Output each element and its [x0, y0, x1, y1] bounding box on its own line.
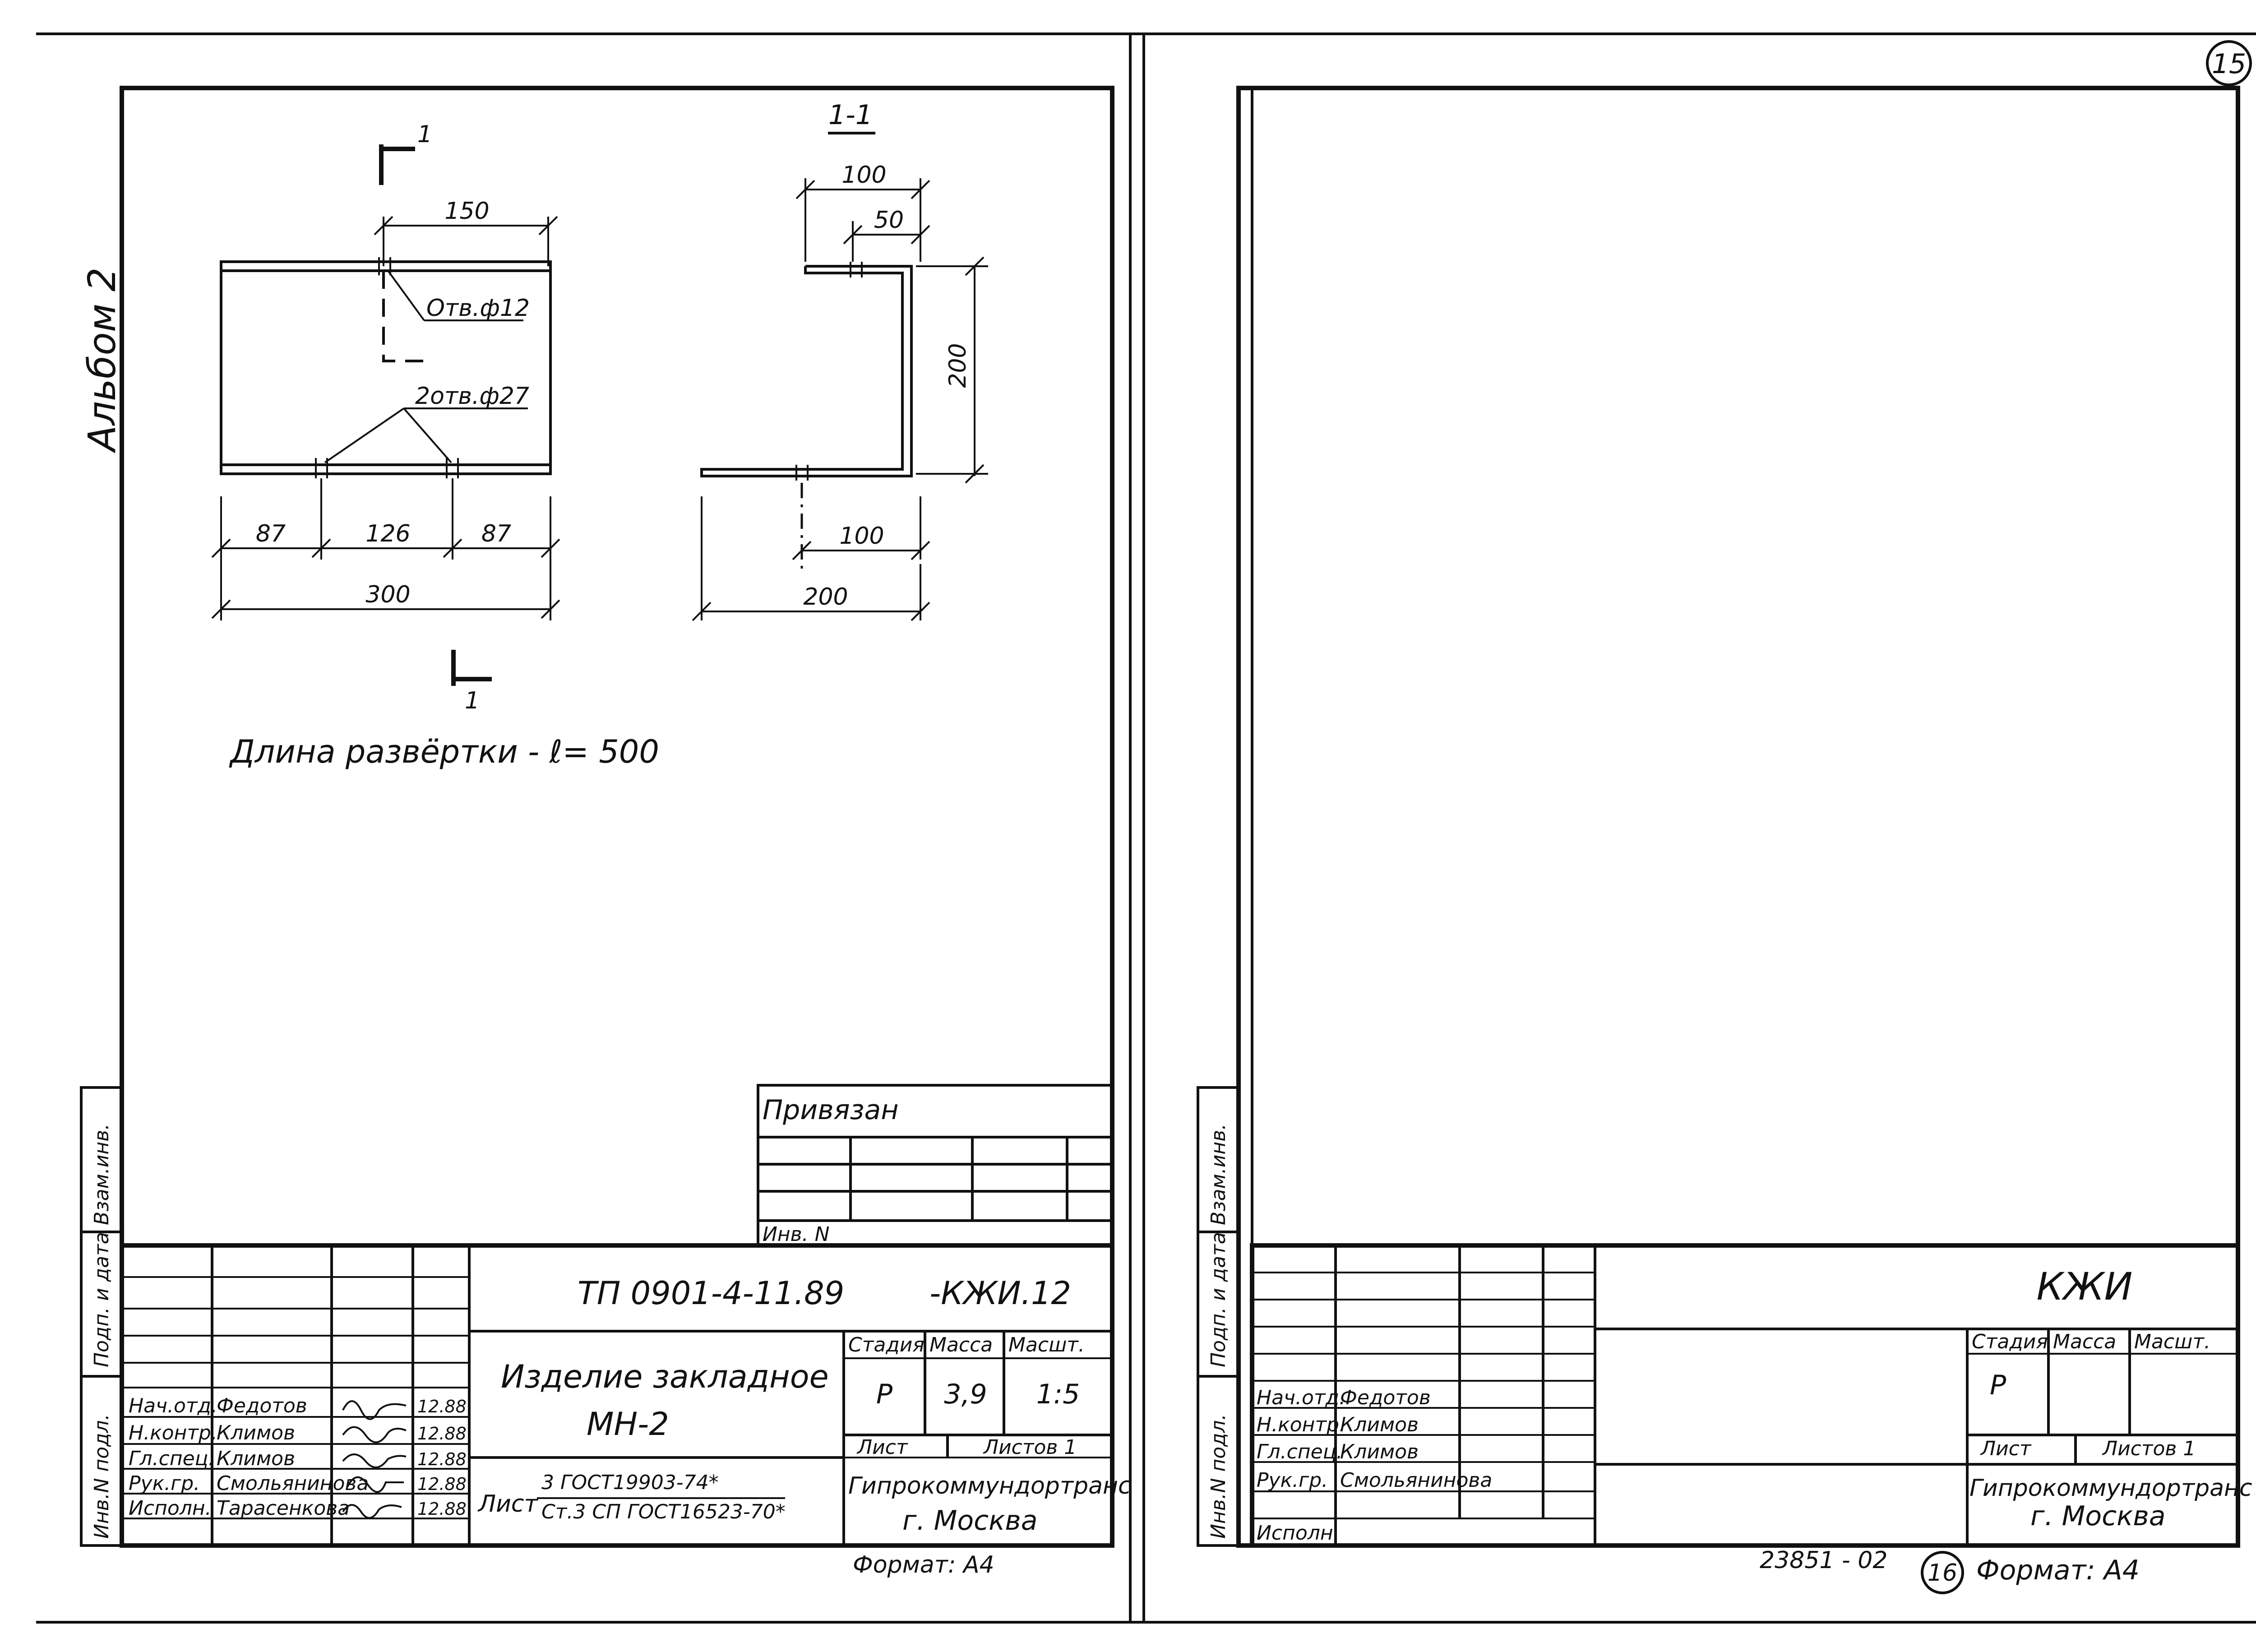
staff-date-5: 12.88: [417, 1499, 467, 1519]
right-sheet: Инв.N подл. Подп. и дата Взам.инв. Нач.о…: [1197, 86, 2252, 1594]
dim-200-bottom: 200: [803, 583, 848, 611]
r-org-city: г. Москва: [2030, 1500, 2166, 1532]
page-number-badge: 15: [2206, 40, 2252, 86]
r-sheet-label: Лист: [1980, 1437, 2032, 1460]
left-sheet: Инв.N подл. Подп. и дата Взам.инв. 1: [80, 86, 1131, 1578]
product-name-line2: МН-2: [587, 1406, 669, 1443]
r-format-label: Формат: А4: [1976, 1555, 2140, 1586]
dim-87-left: 87: [256, 520, 286, 547]
dim-100-bottom: 100: [839, 523, 884, 550]
org-city: г. Москва: [902, 1505, 1038, 1536]
signatures: [342, 1400, 407, 1519]
page-number: 15: [2212, 48, 2246, 80]
dim-126: 126: [365, 520, 410, 547]
staff-role-5: Исполн.: [129, 1497, 212, 1520]
material-bottom: Ст.3 СП ГОСТ16523-70*: [541, 1500, 786, 1523]
holes-note: 2отв.ф27: [415, 383, 529, 410]
staff-date-1: 12.88: [417, 1397, 467, 1416]
product-name-line1: Изделие закладное: [501, 1358, 829, 1395]
r-col-scale: Масшт.: [2134, 1330, 2210, 1353]
r-staff-name-2: Климов: [1340, 1413, 1419, 1436]
right-stamp-vzam-inv: Взам.инв.: [1207, 1124, 1230, 1225]
left-title-block: Нач.отд. Федотов 12.88 Н.контр. Климов 1…: [120, 1243, 1131, 1578]
left-stamp-podp-date: Подп. и дата: [90, 1232, 113, 1367]
col-scale: Масшт.: [1008, 1333, 1085, 1356]
org-name: Гипрокоммундортранс: [848, 1472, 1131, 1499]
staff-role-3: Гл.спец.: [129, 1447, 215, 1470]
unfold-length-note: Длина развёртки - ℓ= 500: [229, 733, 659, 770]
doc-suffix: -КЖИ.12: [929, 1275, 1071, 1312]
right-stamp-podp-date: Подп. и дата: [1207, 1232, 1230, 1367]
r-staff-name-1: Федотов: [1340, 1386, 1431, 1409]
r-staff-name-4: Смольянинова: [1340, 1469, 1492, 1492]
r-staff-name-3: Климов: [1340, 1440, 1419, 1463]
r-col-stage: Стадия: [1972, 1330, 2048, 1353]
r-staff-role-3: Гл.спец.: [1257, 1440, 1343, 1463]
staff-role-2: Н.контр.: [129, 1421, 217, 1444]
binding-inv-label: Инв. N: [763, 1223, 830, 1246]
dim-100-top: 100: [841, 162, 886, 189]
section-mark-bottom: 1: [465, 687, 480, 714]
staff-name-4: Смольянинова: [217, 1472, 369, 1495]
archive-number: 23851 - 02: [1760, 1547, 1887, 1574]
r-doc-mark: КЖИ: [2037, 1264, 2133, 1309]
right-side-stamp: Инв.N подл. Подп. и дата Взам.инв.: [1197, 1086, 1240, 1547]
scale-value: 1:5: [1036, 1379, 1080, 1410]
left-stamp-vzam-inv: Взам.инв.: [90, 1124, 113, 1225]
col-stage: Стадия: [848, 1333, 925, 1356]
right-stamp-inv-podl: Инв.N подл.: [1207, 1414, 1230, 1539]
section-title: 1-1: [828, 99, 873, 131]
stage-value: Р: [876, 1379, 893, 1410]
r-staff-role-4: Рук.гр.: [1257, 1469, 1328, 1492]
r-sheets-label: Листов 1: [2102, 1437, 2196, 1460]
material-label: Лист: [477, 1490, 538, 1518]
r-staff-role-1: Нач.отд.: [1257, 1386, 1345, 1409]
mass-value: 3,9: [944, 1379, 987, 1410]
col-mass: Масса: [929, 1333, 993, 1356]
material-top: 3 ГОСТ19903-74*: [541, 1471, 719, 1494]
staff-name-1: Федотов: [217, 1394, 307, 1417]
album-label: Альбом 2: [80, 268, 124, 453]
r-staff-role-2: Н.контр.: [1257, 1413, 1345, 1436]
r-col-mass: Масса: [2053, 1330, 2116, 1353]
left-side-stamp: Инв.N подл. Подп. и дата Взам.инв.: [80, 1086, 123, 1547]
dim-150: 150: [444, 198, 489, 225]
staff-role-1: Нач.отд.: [129, 1394, 217, 1417]
dim-200-vertical: 200: [944, 343, 971, 388]
r-org-name: Гипрокоммундортранс: [1969, 1475, 2252, 1502]
sheets-label: Листов 1: [983, 1436, 1077, 1459]
r-staff-role-5: Исполн.: [1257, 1522, 1340, 1545]
format-label: Формат: А4: [853, 1551, 994, 1578]
left-stamp-inv-podl: Инв.N подл.: [90, 1414, 113, 1539]
plan-view: 1 150 Отв.ф12: [211, 121, 560, 714]
binding-title: Привязан: [763, 1094, 899, 1126]
doc-code: ТП 0901-4-11.89: [578, 1275, 844, 1312]
dim-50: 50: [874, 207, 904, 234]
circle-number: 16: [1928, 1559, 1957, 1587]
dim-87-right: 87: [481, 520, 511, 547]
section-mark-top: 1: [417, 121, 432, 148]
section-view: 1-1 100 50: [692, 99, 988, 621]
staff-name-5: Тарасенкова: [217, 1497, 350, 1520]
staff-date-3: 12.88: [417, 1449, 467, 1469]
right-title-block: Нач.отд. Федотов Н.контр. Климов Гл.спец…: [1250, 1243, 2252, 1548]
staff-name-2: Климов: [217, 1421, 295, 1444]
page-frame: [36, 32, 2256, 1624]
binding-block: Привязан Инв. N: [757, 1084, 1114, 1247]
staff-date-4: 12.88: [417, 1474, 467, 1494]
staff-name-3: Климов: [217, 1447, 295, 1470]
staff-role-4: Рук.гр.: [129, 1472, 200, 1495]
r-stage-value: Р: [1990, 1370, 2006, 1401]
hole-note: Отв.ф12: [426, 295, 530, 322]
dim-300: 300: [365, 581, 410, 608]
sheet-label: Лист: [856, 1436, 908, 1459]
staff-date-2: 12.88: [417, 1424, 467, 1444]
